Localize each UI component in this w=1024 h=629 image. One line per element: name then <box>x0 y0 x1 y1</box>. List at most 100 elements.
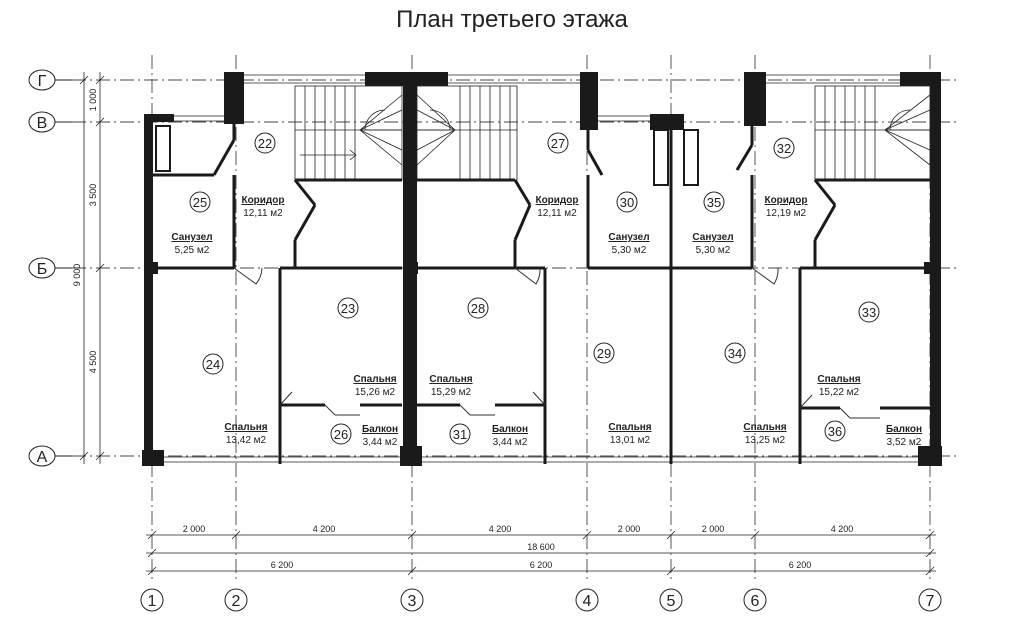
room-34: 34 Спальня 13,25 м2 <box>724 342 787 446</box>
room-33: 33 Спальня 15,22 м2 <box>817 301 880 398</box>
row-axis-b: Б <box>28 257 72 279</box>
room-25: 25 Санузел 5,25 м2 <box>171 191 213 256</box>
room-number: 28 <box>471 301 485 316</box>
col-axis-4: 4 <box>575 588 599 612</box>
room-name: Спальня <box>817 374 860 385</box>
room-number: 31 <box>453 427 467 442</box>
row-axis-label: Б <box>37 261 48 278</box>
room-area: 15,26 м2 <box>355 387 396 398</box>
room-name: Коридор <box>241 195 284 206</box>
room-corridor-3: Коридор 12,19 м2 <box>764 195 807 219</box>
vertical-dimension-lines <box>79 72 105 464</box>
col-axis-label: 5 <box>667 593 676 610</box>
row-axis-label: Г <box>38 73 47 90</box>
bathroom-shafts <box>155 125 699 186</box>
room-name: Спальня <box>743 422 786 433</box>
room-name: Балкон <box>886 424 922 435</box>
room-area: 15,29 м2 <box>431 387 472 398</box>
axis-grid <box>72 55 960 580</box>
top-window-strips <box>174 74 900 122</box>
room-number: 33 <box>862 305 876 320</box>
room-36: 36 Балкон 3,52 м2 <box>824 420 922 448</box>
room-number: 24 <box>206 357 220 372</box>
room-name: Балкон <box>492 424 528 435</box>
bottom-facade-strips <box>164 456 918 463</box>
room-area: 12,11 м2 <box>243 208 283 219</box>
room-name: Санузел <box>608 232 649 243</box>
room-name: Санузел <box>171 232 212 243</box>
room-number: 29 <box>597 346 611 361</box>
col-axis-label: 1 <box>148 593 157 610</box>
dim-segment: 2 000 <box>702 524 725 534</box>
col-axis-label: 3 <box>408 593 417 610</box>
col-axis-3: 3 <box>400 588 424 612</box>
staircase-unit-3 <box>814 85 931 181</box>
room-area: 13,01 м2 <box>610 435 651 446</box>
staircase-unit-1 <box>294 85 403 181</box>
dim-segment: 6 200 <box>789 560 812 570</box>
room-number: 23 <box>341 301 355 316</box>
room-number: 27 <box>551 136 565 151</box>
room-number: 35 <box>707 195 721 210</box>
room-name: Коридор <box>535 195 578 206</box>
room-35: 35 Санузел 5,30 м2 <box>692 191 734 256</box>
row-axis-a: А <box>28 445 72 467</box>
dim-4500: 4 500 <box>88 351 98 374</box>
room-area: 5,30 м2 <box>696 245 731 256</box>
plan-title: План третьего этажа <box>396 6 628 33</box>
room-31: 31 Балкон 3,44 м2 <box>449 423 528 448</box>
room-26: 26 Балкон 3,44 м2 <box>330 423 398 448</box>
room-number: 32 <box>777 141 791 156</box>
room-area: 13,25 м2 <box>745 435 786 446</box>
room-number: 25 <box>193 195 207 210</box>
dim-1000: 1 000 <box>88 89 98 112</box>
dim-segment: 2 000 <box>618 524 641 534</box>
room-32: 32 <box>773 137 795 159</box>
room-name: Спальня <box>224 422 267 433</box>
room-name: Спальня <box>353 374 396 385</box>
row-axis-v: В <box>28 111 72 133</box>
room-number: 34 <box>728 346 742 361</box>
col-axis-1: 1 <box>140 588 164 612</box>
room-23: 23 Спальня 15,26 м2 <box>337 297 397 398</box>
dim-segment: 4 200 <box>313 524 336 534</box>
room-corridor-1: Коридор 12,11 м2 <box>241 195 284 219</box>
room-22: 22 <box>254 132 276 154</box>
dim-9000: 9 000 <box>72 264 82 287</box>
dim-total: 18 600 <box>527 542 555 552</box>
col-axis-label: 6 <box>751 593 760 610</box>
dim-3500: 3 500 <box>88 184 98 207</box>
room-number: 30 <box>620 195 634 210</box>
door-swings <box>233 267 880 419</box>
room-27: 27 <box>547 132 569 154</box>
room-corridor-2: Коридор 12,11 м2 <box>535 195 578 219</box>
row-axis-g: Г <box>28 69 72 91</box>
room-area: 3,52 м2 <box>887 437 922 448</box>
horizontal-dimension-lines <box>146 530 936 576</box>
dim-segment: 4 200 <box>831 524 854 534</box>
room-29: 29 Спальня 13,01 м2 <box>593 342 652 446</box>
col-axis-7: 7 <box>918 588 942 612</box>
col-axis-label: 7 <box>926 593 935 610</box>
col-axis-label: 4 <box>583 593 592 610</box>
room-28: 28 Спальня 15,29 м2 <box>429 297 489 398</box>
room-area: 15,22 м2 <box>819 387 860 398</box>
room-area: 12,19 м2 <box>766 208 807 219</box>
columns <box>146 262 936 274</box>
dim-segment: 4 200 <box>489 524 512 534</box>
dim-segment: 6 200 <box>271 560 294 570</box>
room-number: 26 <box>334 427 348 442</box>
room-name: Балкон <box>362 424 398 435</box>
dim-segment: 6 200 <box>530 560 553 570</box>
col-axis-5: 5 <box>659 588 683 612</box>
room-area: 13,42 м2 <box>226 435 267 446</box>
room-30: 30 Санузел 5,30 м2 <box>608 191 650 256</box>
room-number: 36 <box>828 424 842 439</box>
staircase-unit-2 <box>416 85 518 181</box>
col-axis-2: 2 <box>224 588 248 612</box>
room-area: 5,30 м2 <box>612 245 647 256</box>
col-axis-6: 6 <box>743 588 767 612</box>
room-area: 12,11 м2 <box>537 208 577 219</box>
room-area: 3,44 м2 <box>363 437 398 448</box>
